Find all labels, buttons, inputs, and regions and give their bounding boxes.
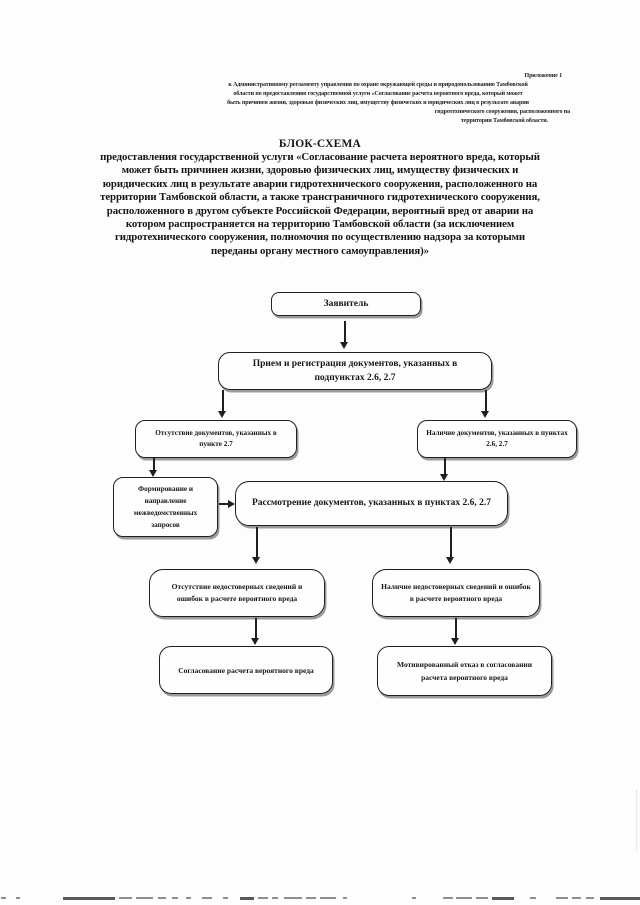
scan-dash: [306, 897, 316, 899]
appendix-line: к Административному регламенту управлени…: [228, 82, 528, 88]
scan-dash: [600, 897, 640, 900]
flowchart-node-refusal: Мотивированный отказ в согласовании расч…: [377, 646, 552, 696]
connector-formation-review: [219, 503, 229, 505]
connector-noerrors-approval: [255, 618, 257, 639]
scan-dash: [556, 897, 568, 899]
appendix-line: гидротехнического сооружения, расположен…: [434, 109, 570, 115]
arrowhead-down-icon: [481, 411, 489, 418]
arrowhead-down-icon: [218, 411, 226, 418]
scan-dash: [202, 897, 212, 899]
scan-dash: [223, 897, 228, 899]
scan-dash: [1, 897, 6, 899]
scan-dash: [530, 897, 536, 899]
flowchart-node-formation: Формирование и направление межведомствен…: [113, 477, 218, 537]
connector-reception-presence: [485, 390, 487, 411]
connector-absence-formation: [153, 458, 155, 471]
scan-dash: [158, 897, 166, 899]
title-heading: БЛОК-СХЕМА: [278, 138, 362, 150]
flowchart-node-no-errors: Отсутствие недостоверных сведений и ошиб…: [149, 569, 325, 617]
connector-presence-review: [444, 458, 446, 475]
scan-dash: [320, 897, 336, 899]
flowchart-node-approval: Согласование расчета вероятного вреда: [159, 646, 333, 694]
flowchart-node-reception: Прием и регистрация документов, указанны…: [218, 352, 492, 390]
scan-dash: [456, 897, 472, 899]
arrowhead-down-icon: [451, 638, 459, 645]
appendix-line: Приложение 1: [524, 73, 563, 79]
connector-review-errors: [450, 527, 452, 558]
flowchart-node-applicant: Заявитель: [271, 292, 421, 316]
scan-dash: [16, 897, 20, 899]
arrowhead-down-icon: [251, 638, 259, 645]
connector-errors-refusal: [455, 618, 457, 639]
scan-dash: [572, 897, 581, 899]
document-title: БЛОК-СХЕМА предоставления государственно…: [95, 138, 545, 258]
flowchart-node-absence-docs: Отсутствие документов, указанных в пункт…: [135, 420, 297, 458]
scan-dash: [186, 897, 191, 899]
arrowhead-down-icon: [440, 474, 448, 481]
scan-dash: [172, 897, 178, 899]
connector-review-noerrors: [256, 527, 258, 558]
scan-dash: [136, 897, 153, 899]
arrowhead-right-icon: [228, 500, 235, 508]
title-body: предоставления государственной услуги «С…: [100, 151, 540, 257]
scan-dash: [240, 897, 254, 900]
appendix-line: территории Тамбовской области.: [460, 118, 548, 124]
scan-dash: [492, 897, 514, 900]
scan-dash: [63, 897, 115, 900]
scan-dash: [443, 897, 453, 899]
scan-artifact-dotted-line: [636, 790, 637, 852]
scan-dash: [476, 897, 488, 899]
appendix-line: быть причинен жизни, здоровью физических…: [227, 100, 529, 106]
appendix-note: Приложение 1 к Административному регламе…: [182, 72, 574, 126]
scan-dash: [412, 897, 416, 899]
arrowhead-down-icon: [446, 557, 454, 564]
connector-applicant-reception: [344, 321, 346, 342]
flowchart-node-errors: Наличие недостоверных сведений и ошибок …: [372, 569, 540, 617]
scan-dash: [119, 897, 132, 899]
arrowhead-down-icon: [149, 470, 157, 477]
connector-reception-absence: [222, 390, 224, 411]
flowchart-node-review: Рассмотрение документов, указанных в пун…: [235, 481, 508, 526]
scan-dash: [343, 897, 347, 899]
scan-dash: [586, 897, 594, 899]
arrowhead-down-icon: [340, 342, 348, 349]
scan-dash: [258, 897, 268, 899]
scan-dash: [272, 897, 278, 899]
scan-dash: [284, 897, 302, 899]
appendix-line: области по предоставлению государственно…: [233, 91, 523, 97]
arrowhead-down-icon: [252, 557, 260, 564]
flowchart-node-presence-docs: Наличие документов, указанных в пунктах …: [417, 420, 577, 458]
